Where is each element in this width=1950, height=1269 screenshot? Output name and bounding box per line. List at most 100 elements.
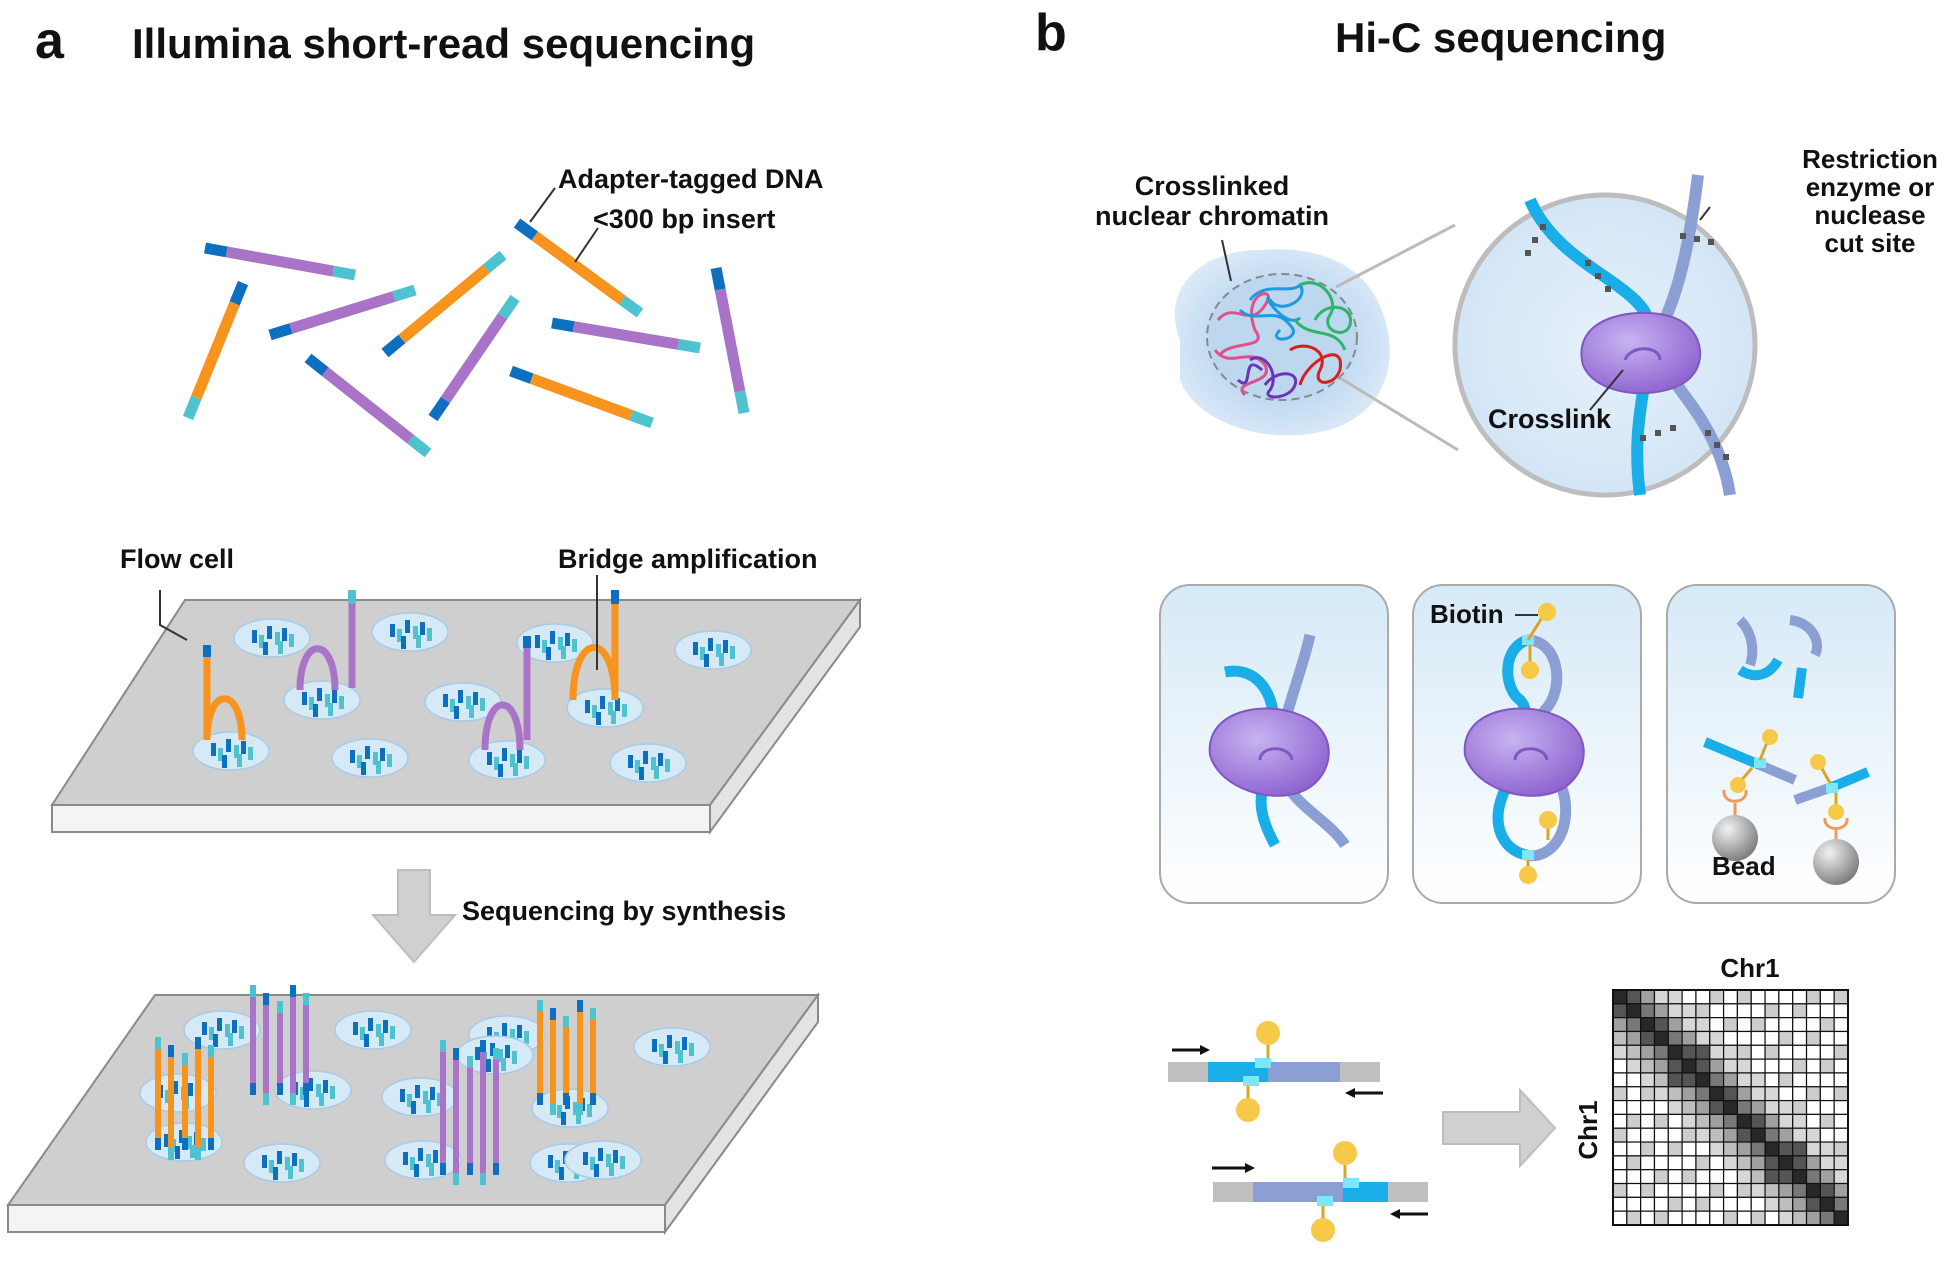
heatmap-cell [1695, 1127, 1711, 1143]
heatmap-cell [1833, 1030, 1849, 1046]
heatmap-cell [1626, 1030, 1642, 1046]
heatmap-cell [1764, 1058, 1780, 1074]
heatmap-cell [1722, 1182, 1739, 1198]
heatmap-cell [1805, 1099, 1821, 1116]
crosslinked-label-line2: nuclear chromatin [1095, 201, 1329, 231]
heatmap-cell [1764, 1155, 1780, 1171]
heatmap-cell [1764, 1099, 1780, 1116]
heatmap-cell [1681, 1182, 1697, 1198]
heatmap-cell [1653, 1086, 1669, 1102]
heatmap-cell [1764, 989, 1780, 1005]
heatmap-cell [1722, 1141, 1739, 1157]
heatmap-cell [1792, 1086, 1808, 1102]
strand-column-group [440, 1040, 499, 1185]
heatmap-cell [1653, 1182, 1669, 1198]
insert-size-label: <300 bp insert [593, 204, 775, 234]
heatmap-cell [1681, 1169, 1697, 1185]
heatmap-cell [1764, 1072, 1780, 1088]
heatmap-cell [1612, 1003, 1628, 1019]
heatmap-cell [1778, 1003, 1794, 1019]
heatmap-cell [1722, 1072, 1739, 1088]
heatmap-cell [1681, 1113, 1697, 1129]
heatmap-cell [1653, 1058, 1669, 1074]
heatmap-cell [1612, 1141, 1628, 1157]
heatmap-cell [1736, 1099, 1752, 1116]
heatmap-cell [1612, 1196, 1628, 1212]
heatmap-cell [1612, 1155, 1628, 1171]
adapter-tagged-dna-label: Adapter-tagged DNA [558, 164, 824, 194]
heatmap-cell [1750, 1141, 1766, 1157]
heatmap-cell [1640, 1210, 1656, 1226]
cluster [609, 743, 687, 783]
contact-heatmap [1612, 989, 1849, 1226]
heatmap-cell [1833, 1003, 1849, 1019]
heatmap-cell [1640, 1141, 1656, 1157]
dna-fragment [509, 365, 654, 429]
heatmap-cell [1778, 989, 1794, 1005]
heatmap-cell [1695, 1113, 1711, 1129]
heatmap-cell [1667, 1113, 1683, 1129]
heatmap-cell [1805, 1210, 1821, 1226]
heatmap-cell [1709, 1030, 1725, 1046]
crosslink-label: Crosslink [1488, 404, 1612, 434]
cluster [233, 618, 311, 658]
dna-fragment [204, 242, 356, 281]
heatmap-cell [1778, 1141, 1794, 1157]
heatmap-cell [1805, 1113, 1821, 1129]
cluster [424, 682, 502, 722]
heatmap-cell [1612, 989, 1628, 1005]
heatmap-cell [1626, 1169, 1642, 1185]
heatmap-cell [1778, 1182, 1794, 1198]
heatmap-cell [1667, 1155, 1683, 1171]
step-box-crosslink [1159, 584, 1389, 904]
heatmap-cell [1681, 1196, 1697, 1212]
heatmap-cell [1805, 1141, 1821, 1157]
heatmap-cell [1805, 1072, 1821, 1088]
heatmap-cell [1695, 1086, 1711, 1102]
heatmap-cell [1792, 1003, 1808, 1019]
heatmap-cell [1722, 1210, 1739, 1226]
heatmap-cell [1626, 1072, 1642, 1088]
strand-column-group [250, 985, 309, 1105]
heatmap-cell [1653, 1003, 1669, 1019]
cluster [371, 612, 449, 652]
heatmap-cell [1653, 1113, 1669, 1129]
heatmap-cell [1695, 1169, 1711, 1185]
cluster [243, 1143, 321, 1183]
heatmap-cell [1778, 1113, 1794, 1129]
sequencing-by-synthesis-label: Sequencing by synthesis [462, 896, 786, 926]
flow-cell-clusters [192, 612, 752, 783]
bridge-amplification-label: Bridge amplification [558, 544, 818, 574]
heatmap-cell [1709, 1072, 1725, 1088]
heatmap-cell [1653, 1196, 1669, 1212]
heatmap-cell [1640, 1113, 1656, 1129]
heatmap-cell [1722, 1017, 1739, 1033]
heatmap-cell [1805, 1058, 1821, 1074]
heatmap-cell [1695, 1044, 1711, 1060]
dna-fragment [304, 353, 432, 458]
heatmap-cell [1833, 1072, 1849, 1088]
zoom-line-bottom [1339, 376, 1459, 452]
heatmap-cell [1626, 989, 1642, 1005]
flow-cell-label: Flow cell [120, 544, 234, 574]
heatmap-cell [1792, 1030, 1808, 1046]
heatmap-cell [1778, 1017, 1794, 1033]
heatmap-cell [1792, 1127, 1808, 1143]
restriction-line2: enzyme or [1806, 172, 1935, 202]
heatmap-cell [1833, 1044, 1849, 1060]
heatmap-cell [1736, 1210, 1752, 1226]
heatmap-cell [1833, 1086, 1849, 1102]
restriction-label: Restriction enzyme or nuclease cut site [1802, 144, 1938, 258]
heatmap-cell [1805, 1030, 1821, 1046]
panel-a-title: Illumina short-read sequencing [132, 20, 755, 67]
heatmap-cell [1653, 1030, 1669, 1046]
heatmap-cell [1750, 1182, 1766, 1198]
heatmap-cell [1722, 1099, 1739, 1116]
heatmap-cell [1709, 1017, 1725, 1033]
sequenced-strand-columns [155, 985, 596, 1185]
heatmap-cell [1819, 1155, 1835, 1171]
heatmap-cell [1626, 1113, 1642, 1129]
heatmap-cell [1626, 1210, 1642, 1226]
heatmap-cell [1819, 1044, 1835, 1060]
